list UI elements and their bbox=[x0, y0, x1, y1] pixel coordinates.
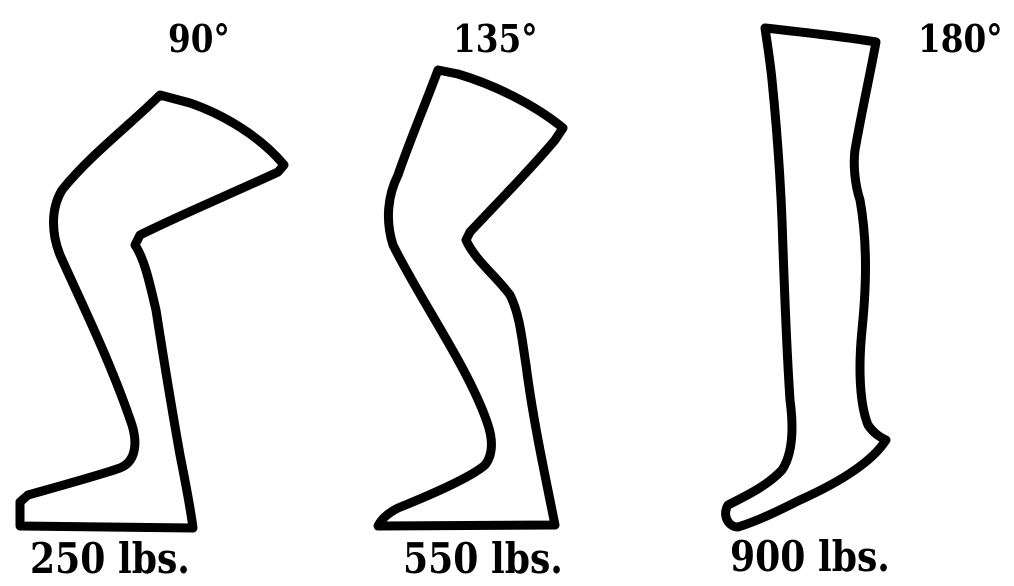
leg-outline-180 bbox=[726, 28, 886, 527]
angle-label-90: 90° bbox=[168, 20, 230, 58]
weight-label-550: 550 lbs. bbox=[403, 538, 563, 580]
angle-label-180: 180° bbox=[918, 20, 1003, 58]
weight-label-900: 900 lbs. bbox=[730, 536, 890, 578]
leg-outline-90 bbox=[20, 95, 284, 528]
leg-outline-135 bbox=[378, 70, 563, 526]
weight-label-250: 250 lbs. bbox=[30, 538, 190, 580]
angle-label-135: 135° bbox=[453, 20, 538, 58]
